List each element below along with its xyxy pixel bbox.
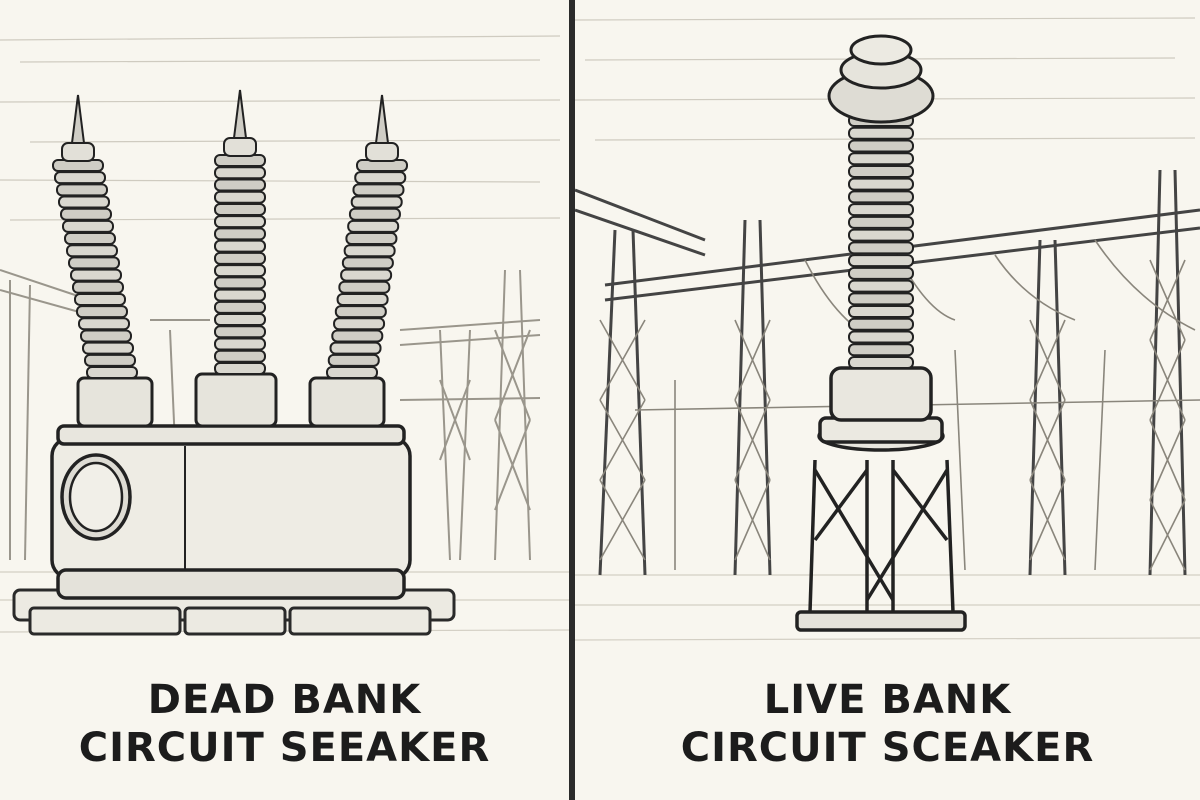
support-stand: [795, 366, 967, 632]
dead-tank-caption: DEAD BANK CIRCUIT SEEAKER: [0, 676, 569, 772]
caption-line-1: DEAD BANK: [147, 677, 422, 723]
live-tank-breaker-sketch: [575, 17, 1200, 641]
bushing-insulators: [52, 89, 408, 379]
lattice-bracing: [599, 239, 1200, 571]
bushing-bases: [76, 372, 386, 428]
live-tank-panel: LIVE BANK CIRCUIT SCEAKER: [575, 0, 1200, 800]
right-bushing: [326, 159, 408, 379]
interrupter-head: [827, 34, 935, 124]
live-tank-insulator-column: [848, 114, 914, 369]
dead-tank-panel: DEAD BANK CIRCUIT SEEAKER: [0, 0, 569, 800]
caption-line-2: CIRCUIT SEEAKER: [78, 725, 491, 771]
caption-line-1: LIVE BANK: [763, 677, 1012, 723]
ground-lines: [575, 574, 1200, 641]
dead-tank-breaker-sketch: [0, 35, 569, 636]
caption-line-2: CIRCUIT SCEAKER: [680, 725, 1095, 771]
gantry-structure: [575, 169, 1200, 576]
center-bushing-terminal: [223, 89, 257, 157]
tank-body: [50, 424, 412, 600]
left-bushing: [52, 159, 138, 379]
right-bushing-terminal: [365, 94, 399, 162]
live-tank-caption: LIVE BANK CIRCUIT SCEAKER: [575, 676, 1200, 772]
left-bushing-terminal: [61, 94, 95, 162]
center-bushing: [214, 154, 266, 375]
live-tank-bushing: [827, 34, 935, 369]
panel-divider: [569, 0, 575, 800]
background-towers: [0, 269, 541, 561]
